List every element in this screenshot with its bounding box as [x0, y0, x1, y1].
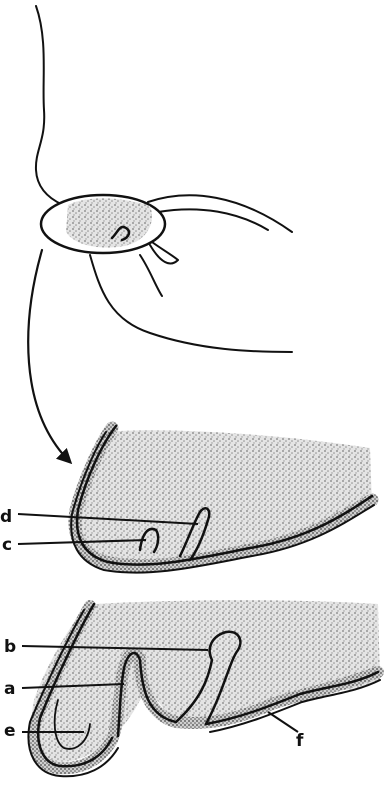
overview-inner-contour [158, 209, 268, 230]
label-b: b [4, 637, 16, 657]
label-c: c [2, 535, 12, 555]
overview-lower-contour [90, 255, 292, 352]
overview-outer-contour [148, 195, 292, 232]
overview-sketch [28, 6, 292, 462]
leader-f [268, 712, 298, 732]
overview-upper-line [36, 6, 63, 205]
label-d: d [0, 507, 12, 527]
middle-tissue [72, 430, 372, 568]
overview-stalk [150, 242, 178, 264]
pointer-arrow [28, 250, 70, 462]
label-e: e [4, 721, 16, 741]
bottom-section [28, 600, 380, 776]
label-a: a [4, 679, 15, 699]
label-f-group: f [268, 712, 304, 751]
overview-stalk-lower [140, 255, 162, 296]
middle-section [71, 426, 374, 573]
label-f: f [296, 731, 304, 751]
